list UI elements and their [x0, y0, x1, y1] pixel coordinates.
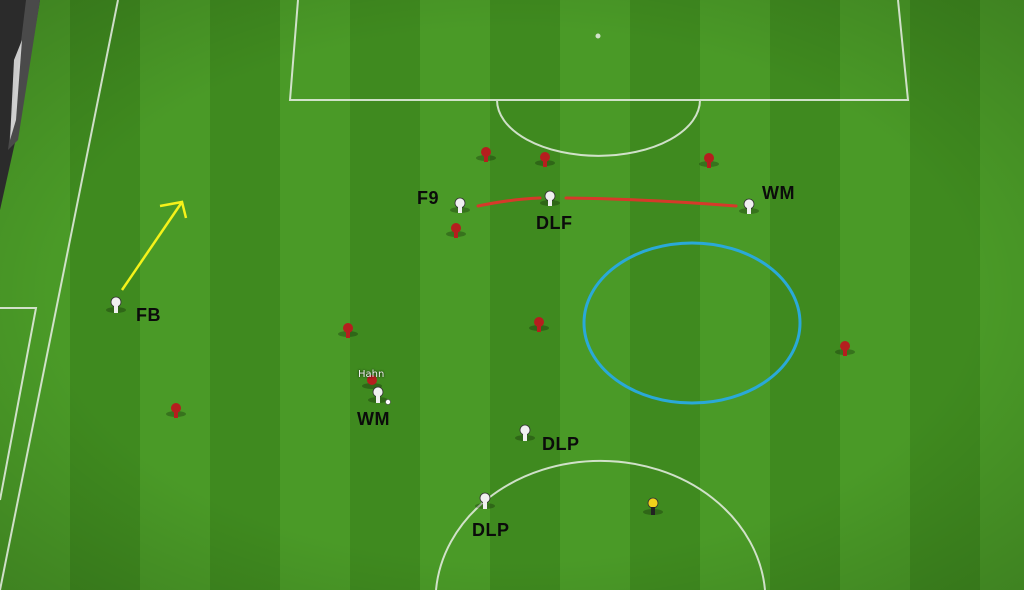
away-player[interactable] — [529, 317, 549, 332]
away-player[interactable] — [338, 323, 358, 338]
away-player[interactable] — [699, 153, 719, 168]
home-player-wm-right[interactable] — [739, 198, 759, 214]
away-player[interactable] — [446, 223, 466, 238]
pitch-lines — [0, 0, 910, 590]
run-arrow-icon — [120, 200, 188, 291]
home-player-fb[interactable] — [106, 296, 126, 313]
position-label-wm-left: WM — [357, 409, 390, 429]
home-player-f9[interactable] — [450, 197, 470, 213]
away-player[interactable] — [166, 403, 186, 418]
position-label-dlf: DLF — [536, 213, 573, 233]
away-player[interactable] — [835, 341, 855, 356]
away-player[interactable] — [535, 152, 555, 167]
position-label-fb: FB — [136, 305, 161, 325]
position-label-dlp-top: DLP — [542, 434, 580, 454]
stadium-boarding — [0, 0, 40, 210]
players — [106, 147, 855, 515]
position-label-f9: F9 — [417, 188, 440, 208]
position-label-dlp-bottom: DLP — [472, 520, 510, 540]
home-player-dlp-bottom[interactable] — [475, 492, 495, 509]
home-player-dlp-top[interactable] — [515, 424, 535, 441]
position-label-wm-right: WM — [762, 183, 795, 203]
space-highlight-circle — [582, 241, 802, 405]
home-player-dlf[interactable] — [540, 190, 560, 206]
link-line — [476, 196, 738, 208]
home-player-wm-left[interactable] — [368, 386, 391, 405]
referee[interactable] — [643, 497, 663, 515]
player-name-tag: Hahn — [358, 369, 385, 380]
away-player[interactable] — [476, 147, 496, 162]
